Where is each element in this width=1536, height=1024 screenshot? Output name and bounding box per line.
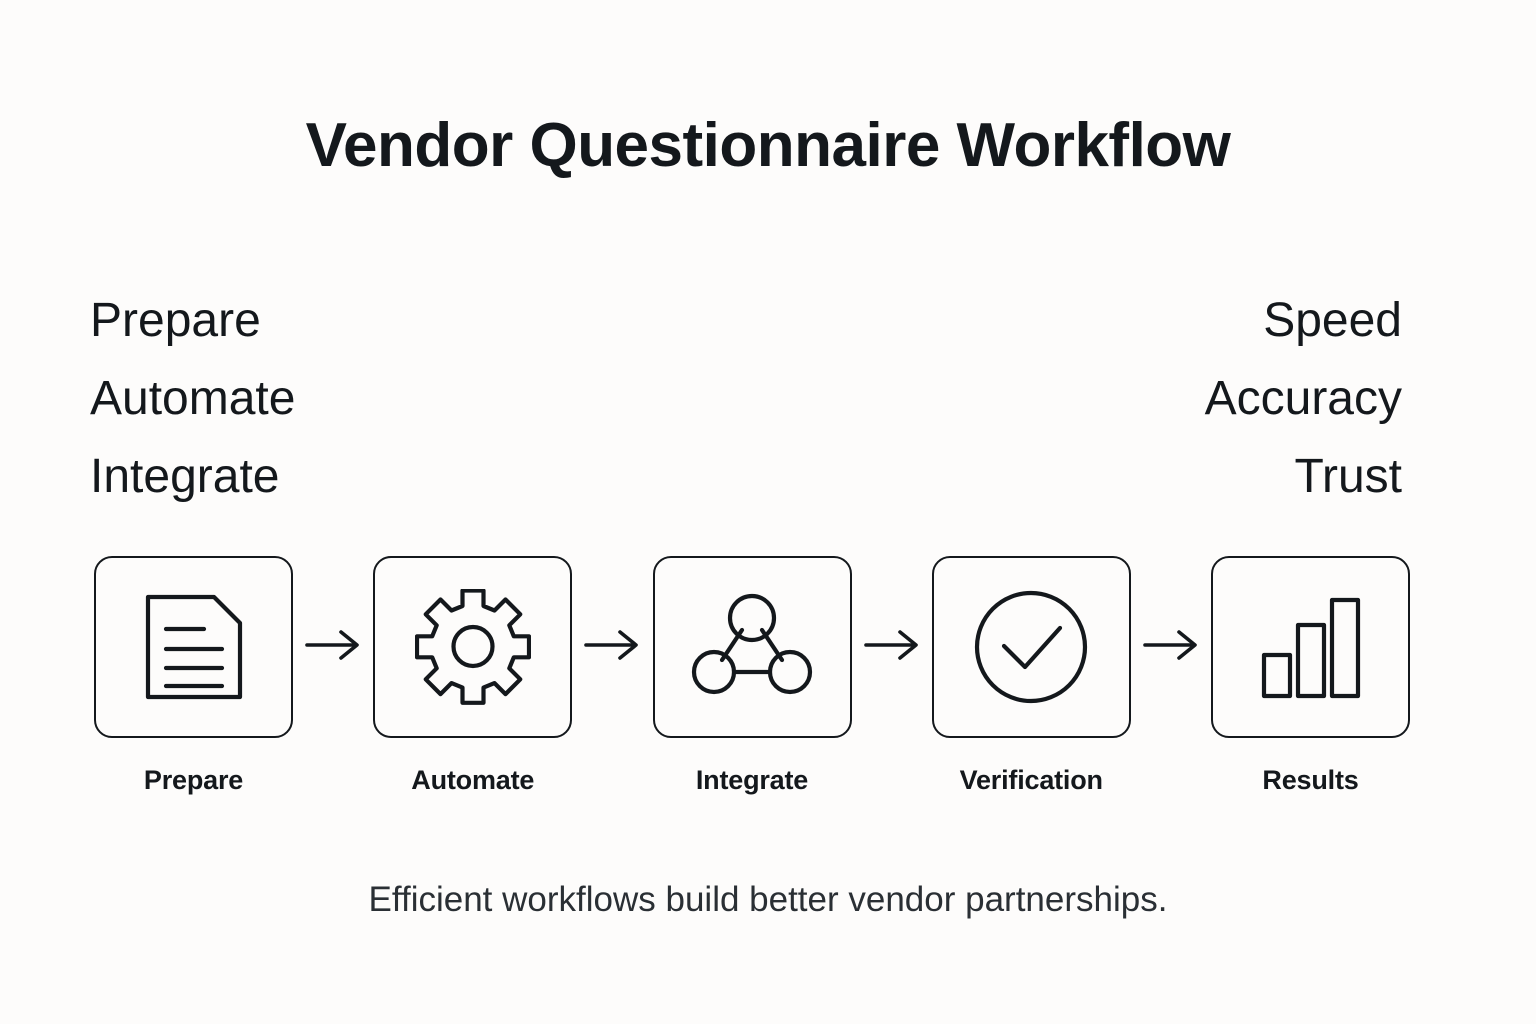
footer-caption: Efficient workflows build better vendor … [368,880,1168,919]
outcome-item-speed: Speed [1263,294,1402,347]
flow-connector-3 [858,556,926,738]
step-card-verification[interactable] [931,556,1131,738]
outcomes-list: Speed Accuracy Trust [1205,282,1402,516]
flow-connector-4 [1137,556,1205,738]
page-title: Vendor Questionnaire Workflow [305,111,1231,180]
workflow-step-verification[interactable]: Verification [930,556,1133,796]
workflow-step-results[interactable]: Results [1209,556,1412,796]
arrow-right-icon [584,629,640,666]
gear-icon [414,589,531,705]
flow-connector-1 [299,556,367,738]
workflow-step-automate[interactable]: Automate [371,556,574,796]
step-label-integrate: Integrate [695,765,809,795]
capability-item-prepare: Prepare [90,294,261,347]
capability-item-integrate: Integrate [90,450,280,503]
network-nodes-icon [690,592,814,702]
document-icon [142,591,246,703]
step-label-results: Results [1262,765,1359,795]
step-card-prepare[interactable] [94,556,293,738]
step-card-integrate[interactable] [652,556,852,738]
outcome-item-trust: Trust [1294,450,1402,503]
capability-item-automate: Automate [90,372,296,425]
workflow-step-integrate[interactable]: Integrate [651,556,854,796]
arrow-right-icon [1143,629,1199,666]
arrow-right-icon [863,629,920,666]
step-card-results[interactable] [1211,556,1410,738]
step-label-verification: Verification [959,765,1103,795]
outcome-item-accuracy: Accuracy [1204,372,1402,425]
check-circle-icon [972,588,1090,706]
arrow-right-icon [305,629,361,666]
capabilities-list: Prepare Automate Integrate [90,282,295,516]
flow-connector-2 [578,556,646,738]
bar-chart-icon [1256,592,1366,702]
workflow-steps: Prepare Automate [92,556,1412,796]
step-label-prepare: Prepare [143,765,244,795]
workflow-step-prepare[interactable]: Prepare [92,556,295,796]
step-card-automate[interactable] [373,556,573,738]
step-label-automate: Automate [411,765,535,795]
